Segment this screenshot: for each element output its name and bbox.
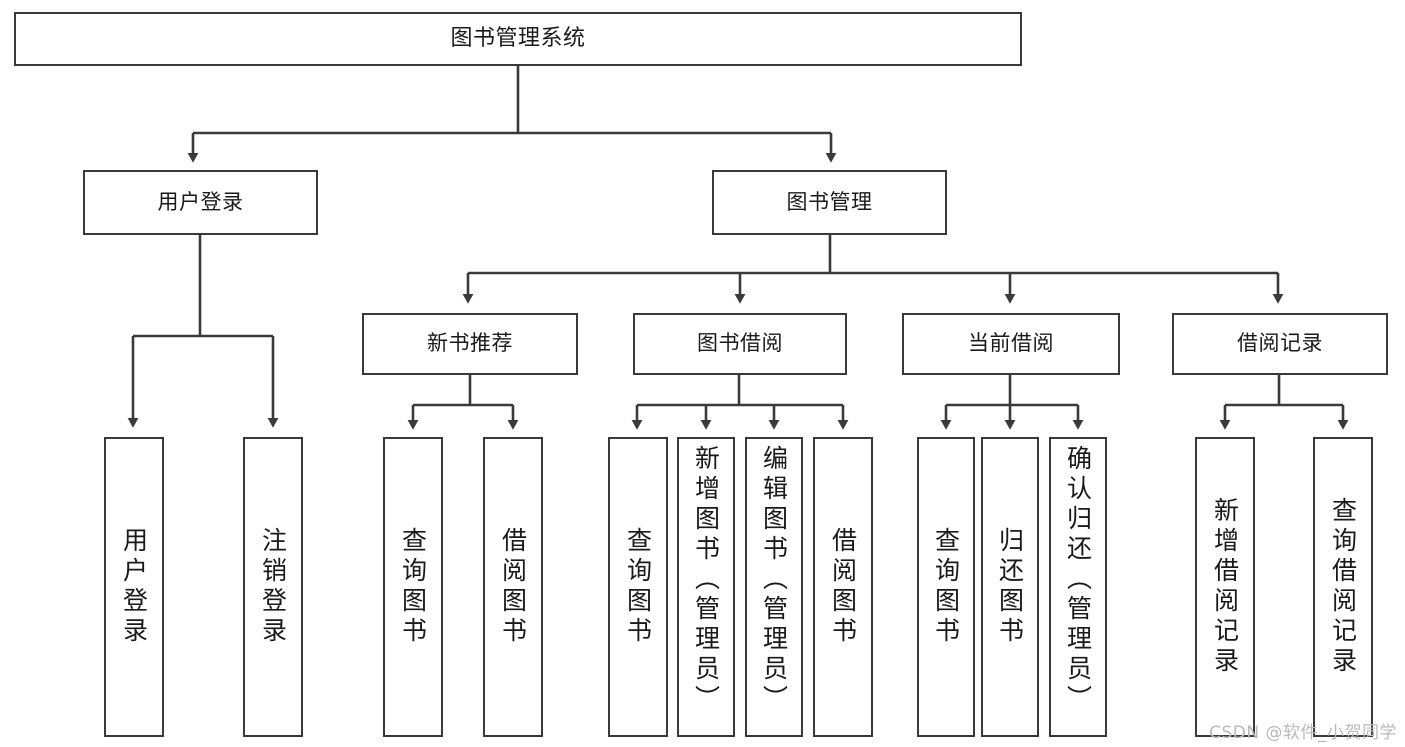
node-label: 当前借阅	[968, 331, 1054, 356]
leaf-edit-book-admin[interactable]: 编辑图书（管理员）	[745, 437, 803, 737]
node-label: 查询图书	[931, 527, 961, 647]
node-label: 借阅图书	[498, 527, 528, 647]
node-label: 用户登录	[157, 189, 244, 214]
csdn-watermark: CSDN @软件_小贺同学	[1209, 723, 1397, 743]
node-current-borrow[interactable]: 当前借阅	[902, 313, 1120, 375]
leaf-user-login[interactable]: 用户登录	[104, 437, 164, 737]
node-label: 确认归还（管理员）	[1063, 445, 1093, 715]
node-root-system[interactable]: 图书管理系统	[14, 12, 1022, 66]
node-label: 编辑图书（管理员）	[759, 445, 789, 715]
leaf-query-book-3[interactable]: 查询图书	[917, 437, 975, 737]
leaf-borrow-book-1[interactable]: 借阅图书	[483, 437, 543, 737]
node-book-management[interactable]: 图书管理	[712, 170, 947, 235]
leaf-add-book-admin[interactable]: 新增图书（管理员）	[677, 437, 735, 737]
leaf-return-book[interactable]: 归还图书	[981, 437, 1039, 737]
node-label: 新增图书（管理员）	[691, 445, 721, 715]
node-label: 新书推荐	[427, 331, 513, 356]
node-label: 归还图书	[995, 527, 1025, 647]
leaf-confirm-return-admin[interactable]: 确认归还（管理员）	[1049, 437, 1107, 737]
leaf-query-book-1[interactable]: 查询图书	[383, 437, 443, 737]
leaf-query-borrow-record[interactable]: 查询借阅记录	[1313, 437, 1373, 737]
leaf-query-book-2[interactable]: 查询图书	[608, 437, 668, 737]
node-label: 注销登录	[258, 527, 288, 647]
leaf-borrow-book-2[interactable]: 借阅图书	[813, 437, 873, 737]
node-borrow-record[interactable]: 借阅记录	[1172, 313, 1388, 375]
node-book-borrow[interactable]: 图书借阅	[633, 313, 847, 375]
leaf-logout-login[interactable]: 注销登录	[243, 437, 303, 737]
leaf-add-borrow-record[interactable]: 新增借阅记录	[1195, 437, 1255, 737]
node-label: 图书管理	[786, 189, 873, 214]
node-label: 查询借阅记录	[1328, 497, 1358, 677]
node-label: 图书借阅	[697, 331, 783, 356]
node-user-login[interactable]: 用户登录	[83, 170, 318, 235]
node-label: 借阅记录	[1237, 331, 1323, 356]
node-label: 查询图书	[623, 527, 653, 647]
node-label: 借阅图书	[828, 527, 858, 647]
node-new-book-recommend[interactable]: 新书推荐	[362, 313, 578, 375]
node-label: 新增借阅记录	[1210, 497, 1240, 677]
node-label: 用户登录	[119, 527, 149, 647]
node-label: 查询图书	[398, 527, 428, 647]
node-label: 图书管理系统	[450, 25, 586, 51]
